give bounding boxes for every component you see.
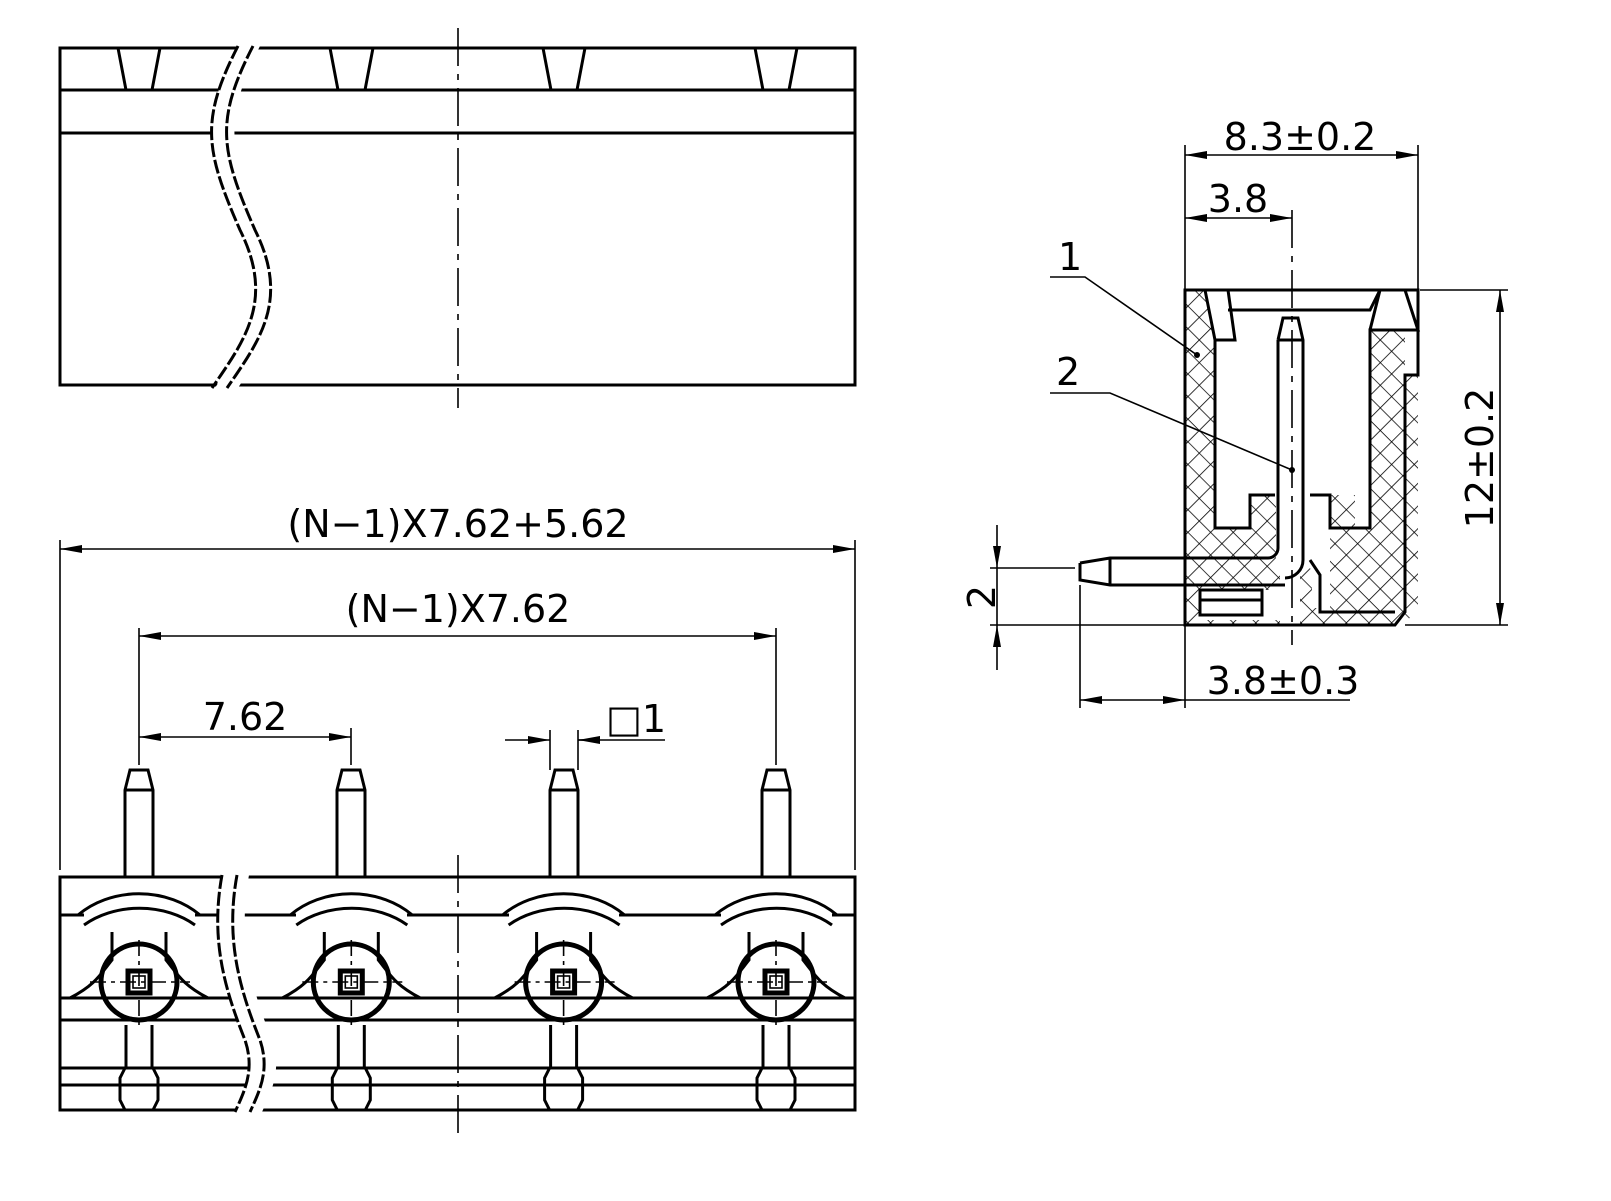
- callout-1: 1: [1058, 235, 1082, 279]
- callout-2: 2: [1056, 350, 1080, 394]
- top-view: [58, 28, 857, 408]
- width-dim: 8.3±0.2: [1224, 115, 1377, 159]
- front-dimensions: (N−1)X7.62+5.62 (N−1)X7.62 7.62 □1: [59, 502, 856, 870]
- overall-length-dim: (N−1)X7.62+5.62: [287, 502, 628, 546]
- height-dim: 12±0.2: [1458, 388, 1502, 529]
- pin-extension-dim: 3.8±0.3: [1207, 659, 1360, 703]
- pin-height-dim: 2: [960, 585, 1004, 609]
- front-view: [58, 768, 857, 1135]
- pins: [123, 768, 792, 877]
- pin-offset-dim: 3.8: [1208, 177, 1268, 221]
- pitch-dim: 7.62: [203, 695, 288, 739]
- top-slots: [116, 47, 799, 91]
- pin-square-dim: □1: [606, 697, 666, 741]
- side-view: 8.3±0.2 3.8 12±0.2 2 3.8±0.3 1 2: [960, 115, 1508, 708]
- pin-span-dim: (N−1)X7.62: [346, 587, 571, 631]
